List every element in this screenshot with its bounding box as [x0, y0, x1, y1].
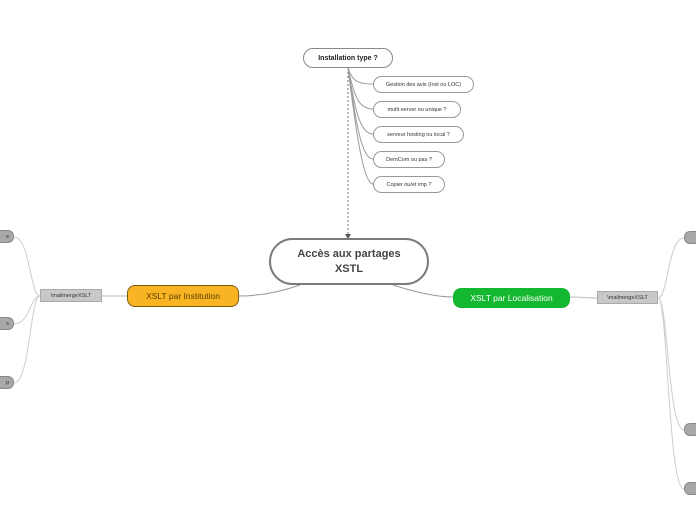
right-stub-node[interactable] — [684, 482, 696, 495]
installation-type-node[interactable]: Installation type ? — [303, 48, 393, 68]
right-stub-node[interactable] — [684, 423, 696, 436]
subtopic-copier[interactable]: Copier ou/et imp ? — [373, 176, 445, 193]
subtopic-label: Copier ou/et imp ? — [386, 181, 432, 188]
subtopic-label: DemCom ou pas ? — [386, 156, 432, 163]
xslt-par-localisation-node[interactable]: XSLT par Localisation — [453, 288, 570, 308]
xslt-par-institution-node[interactable]: XSLT par Institution — [127, 285, 239, 307]
central-topic-label: Accès aux partages XSTL — [297, 247, 401, 275]
left-stub-node[interactable]: s — [0, 317, 14, 330]
mailmerge-xslt-tag-left[interactable]: \mailmergeXSLT — [40, 289, 102, 302]
xslt-par-localisation-label: XSLT par Localisation — [470, 293, 553, 303]
tag-label: \mailmergeXSLT — [50, 292, 92, 299]
left-stub-node[interactable]: e — [0, 230, 14, 243]
mailmerge-xslt-tag-right[interactable]: \mailmergeXSLT — [597, 291, 658, 304]
subtopic-label: Gestion des avis (Inst ou LOC) — [385, 81, 462, 88]
right-stub-node[interactable] — [684, 231, 696, 244]
subtopic-label: serveur hosting ou local ? — [387, 131, 450, 138]
xslt-par-institution-label: XSLT par Institution — [146, 291, 220, 301]
subtopic-multi-server[interactable]: multi-server ou unique ? — [373, 101, 461, 118]
subtopic-label: multi-server ou unique ? — [387, 106, 447, 113]
stub-label: e — [5, 233, 9, 240]
installation-type-label: Installation type ? — [318, 54, 378, 62]
subtopic-demcom[interactable]: DemCom ou pas ? — [373, 151, 445, 168]
stub-label: s — [6, 320, 9, 327]
stub-label: p — [5, 379, 9, 386]
subtopic-gestion-avis[interactable]: Gestion des avis (Inst ou LOC) — [373, 76, 474, 93]
left-stub-node[interactable]: p — [0, 376, 14, 389]
central-topic[interactable]: Accès aux partages XSTL — [269, 238, 429, 285]
tag-label: \mailmergeXSLT — [607, 294, 648, 301]
subtopic-serveur-hosting[interactable]: serveur hosting ou local ? — [373, 126, 464, 143]
